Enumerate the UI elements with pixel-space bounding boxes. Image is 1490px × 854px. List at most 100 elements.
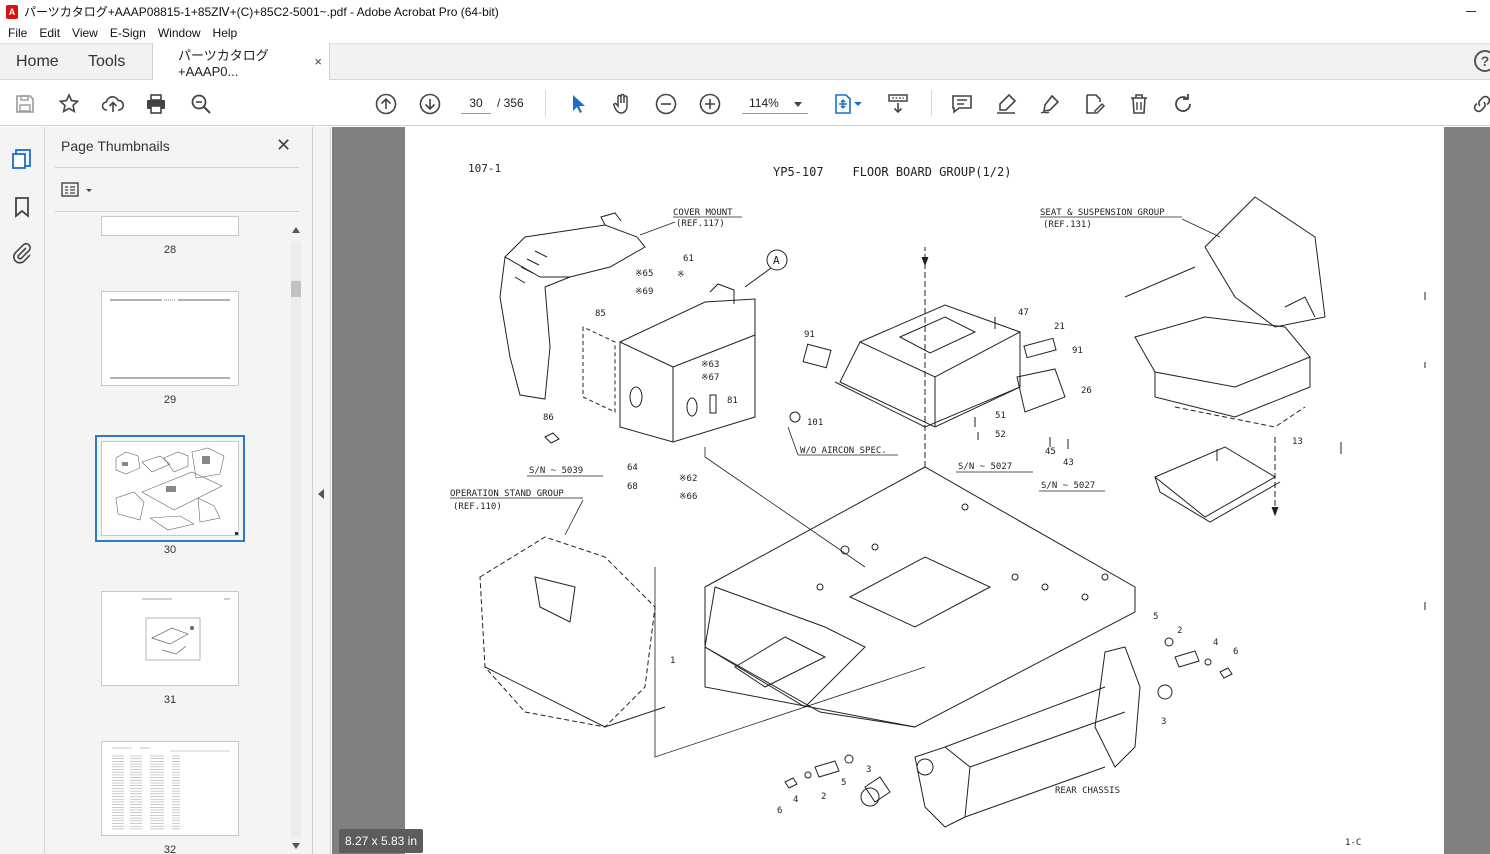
part-45: 45: [1045, 447, 1056, 457]
part-67: ※67: [701, 373, 719, 383]
acrobat-app-icon: A: [6, 4, 18, 19]
part-52: 52: [995, 430, 1006, 440]
part-5-right: 5: [1153, 612, 1158, 622]
part-91-right: 91: [1072, 346, 1083, 356]
menu-help[interactable]: Help: [212, 26, 238, 40]
part-6-right: 6: [1233, 647, 1238, 657]
delete-trash-icon[interactable]: [1127, 92, 1151, 116]
scrollbar-thumb[interactable]: [291, 281, 301, 297]
thumbnail-page-30[interactable]: [95, 435, 245, 542]
panel-title: Page Thumbnails: [61, 138, 170, 154]
fill-sign-icon[interactable]: [1082, 92, 1106, 116]
comment-icon[interactable]: [950, 92, 974, 116]
part-68: 68: [627, 482, 638, 492]
pdf-page: 107-1 YP5-107 FLOOR BOARD GROUP(1/2) 1-C…: [405, 127, 1444, 854]
callout-circle-a: A: [773, 254, 780, 267]
diagram-heading: YP5-107 FLOOR BOARD GROUP(1/2): [773, 165, 1011, 179]
part-85: 85: [595, 309, 606, 319]
thumbnail-options-menu-icon[interactable]: [61, 181, 97, 199]
zoom-search-icon[interactable]: [189, 92, 213, 116]
part-6-left: 6: [777, 806, 782, 816]
page-thumbnails-icon[interactable]: [10, 147, 34, 171]
document-viewer[interactable]: 107-1 YP5-107 FLOOR BOARD GROUP(1/2) 1-C…: [332, 127, 1490, 854]
part-21: 21: [1054, 322, 1065, 332]
part-81: 81: [727, 396, 738, 406]
zoom-level-select[interactable]: 114%: [742, 92, 808, 114]
part-26: 26: [1081, 386, 1092, 396]
part-13: 13: [1292, 437, 1303, 447]
print-icon[interactable]: [144, 92, 168, 116]
scroll-down-icon[interactable]: [292, 843, 300, 849]
zoom-level-value: 114%: [749, 96, 779, 110]
part-91-left: 91: [804, 330, 815, 340]
page-total-label: / 356: [497, 96, 524, 110]
collapse-panel-handle[interactable]: [313, 127, 331, 854]
upload-cloud-icon[interactable]: [101, 92, 125, 116]
window-title: パーツカタログ+AAAP08815-1+85ZⅣ+(C)+85C2-5001~.…: [24, 5, 499, 19]
link-icon[interactable]: [1470, 92, 1490, 116]
part-61: 61: [683, 254, 694, 264]
highlight-pen-icon[interactable]: [994, 92, 1018, 116]
part-86: 86: [543, 413, 554, 423]
zoom-out-icon[interactable]: [654, 92, 678, 116]
fit-page-icon[interactable]: [831, 92, 855, 116]
thumbnails-scrollbar[interactable]: [289, 219, 303, 851]
fit-page-dropdown-icon[interactable]: [852, 92, 864, 116]
callout-sn-5027-a: S/N ~ 5027: [958, 462, 1012, 472]
menu-view[interactable]: View: [72, 26, 98, 40]
page-number-input[interactable]: 30: [461, 92, 491, 114]
tab-tools[interactable]: Tools: [88, 53, 126, 70]
document-tab-label: パーツカタログ+AAAP0...: [178, 48, 269, 79]
menu-edit[interactable]: Edit: [39, 26, 61, 40]
menu-esign[interactable]: E-Sign: [109, 26, 146, 40]
close-panel-icon[interactable]: ✕: [276, 135, 292, 155]
divider: [55, 167, 299, 168]
thumbnail-page-28[interactable]: [101, 216, 239, 236]
close-tab-icon[interactable]: ×: [314, 54, 322, 69]
page-thumbnails-panel: Page Thumbnails ✕ 28 29: [45, 127, 313, 854]
callout-cover-mount-ref: (REF.117): [676, 219, 725, 229]
thumbnail-page-32[interactable]: [101, 741, 239, 836]
rotate-icon[interactable]: [1171, 92, 1195, 116]
draw-pen-icon[interactable]: [1038, 92, 1062, 116]
bookmarks-icon[interactable]: [10, 195, 34, 219]
tab-document[interactable]: パーツカタログ+AAAP0... ×: [152, 43, 330, 81]
callout-seat-group: SEAT & SUSPENSION GROUP: [1040, 208, 1165, 218]
part-51: 51: [995, 411, 1006, 421]
part-3-left: 3: [866, 765, 871, 775]
callout-sn-5039: S/N ~ 5039: [529, 466, 583, 476]
tab-home[interactable]: Home: [16, 53, 59, 70]
previous-page-icon[interactable]: [374, 92, 398, 116]
menu-file[interactable]: File: [8, 26, 28, 40]
part-43: 43: [1063, 458, 1074, 468]
part-2-left: 2: [821, 792, 826, 802]
chevron-left-icon: [318, 489, 324, 499]
toolbar-separator: [545, 90, 546, 116]
callout-sn-5027-b: S/N ~ 5027: [1041, 481, 1095, 491]
hand-tool-icon[interactable]: [610, 92, 634, 116]
thumbnail-label: 29: [163, 394, 177, 406]
thumbnail-label: 31: [163, 694, 177, 706]
part-1: 1: [670, 656, 675, 666]
help-icon[interactable]: ?: [1474, 50, 1490, 72]
scroll-mode-icon[interactable]: [886, 92, 910, 116]
menu-bar: File Edit View E-Sign Window Help: [0, 23, 1490, 43]
left-nav-rail: [0, 127, 45, 854]
scroll-up-icon[interactable]: [292, 227, 300, 233]
callout-rear-chassis: REAR CHASSIS: [1055, 786, 1120, 796]
bookmark-star-icon[interactable]: [57, 92, 81, 116]
callout-operation-stand-ref: (REF.110): [453, 502, 502, 512]
callout-seat-group-ref: (REF.131): [1043, 220, 1092, 230]
thumbnail-page-29[interactable]: [101, 291, 239, 386]
scrollbar-track[interactable]: [291, 241, 301, 837]
select-cursor-icon[interactable]: [566, 92, 590, 116]
menu-window[interactable]: Window: [157, 26, 201, 40]
page-ref-label: 107-1: [468, 162, 501, 175]
attachments-icon[interactable]: [10, 241, 34, 265]
minimize-button[interactable]: [1466, 11, 1476, 12]
chevron-down-icon: [794, 102, 802, 107]
thumbnail-page-31[interactable]: [101, 591, 239, 686]
save-icon[interactable]: [13, 92, 37, 116]
next-page-icon[interactable]: [418, 92, 442, 116]
zoom-in-icon[interactable]: [698, 92, 722, 116]
